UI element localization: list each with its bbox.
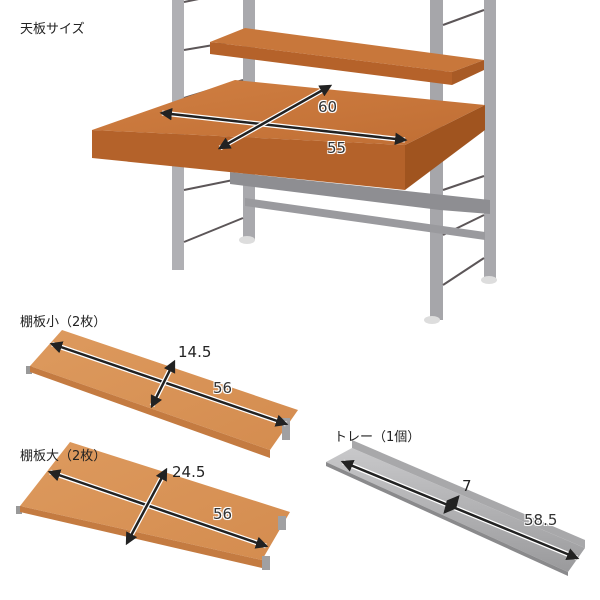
tray-depth-label: 7 bbox=[462, 477, 472, 495]
large-shelf-illustration bbox=[16, 442, 290, 570]
tray-title: トレー（1個） bbox=[334, 430, 421, 445]
shelving-unit-illustration bbox=[92, 0, 497, 324]
large-shelf-title: 棚板大（2枚） bbox=[20, 449, 107, 464]
small-shelf-depth-label: 14.5 bbox=[178, 343, 212, 361]
tray-illustration bbox=[326, 440, 585, 576]
top-board-width-label: 55 bbox=[327, 139, 347, 157]
small-shelf-title: 棚板小（2枚） bbox=[20, 315, 107, 330]
top-board-title: 天板サイズ bbox=[20, 22, 85, 37]
small-shelf-width-label: 56 bbox=[213, 379, 233, 397]
top-board-depth-label: 60 bbox=[318, 98, 338, 116]
large-shelf-depth-label: 24.5 bbox=[172, 463, 206, 481]
small-shelf-illustration bbox=[26, 330, 298, 458]
large-shelf-width-label: 56 bbox=[213, 505, 233, 523]
tray-width-label: 58.5 bbox=[524, 511, 558, 529]
